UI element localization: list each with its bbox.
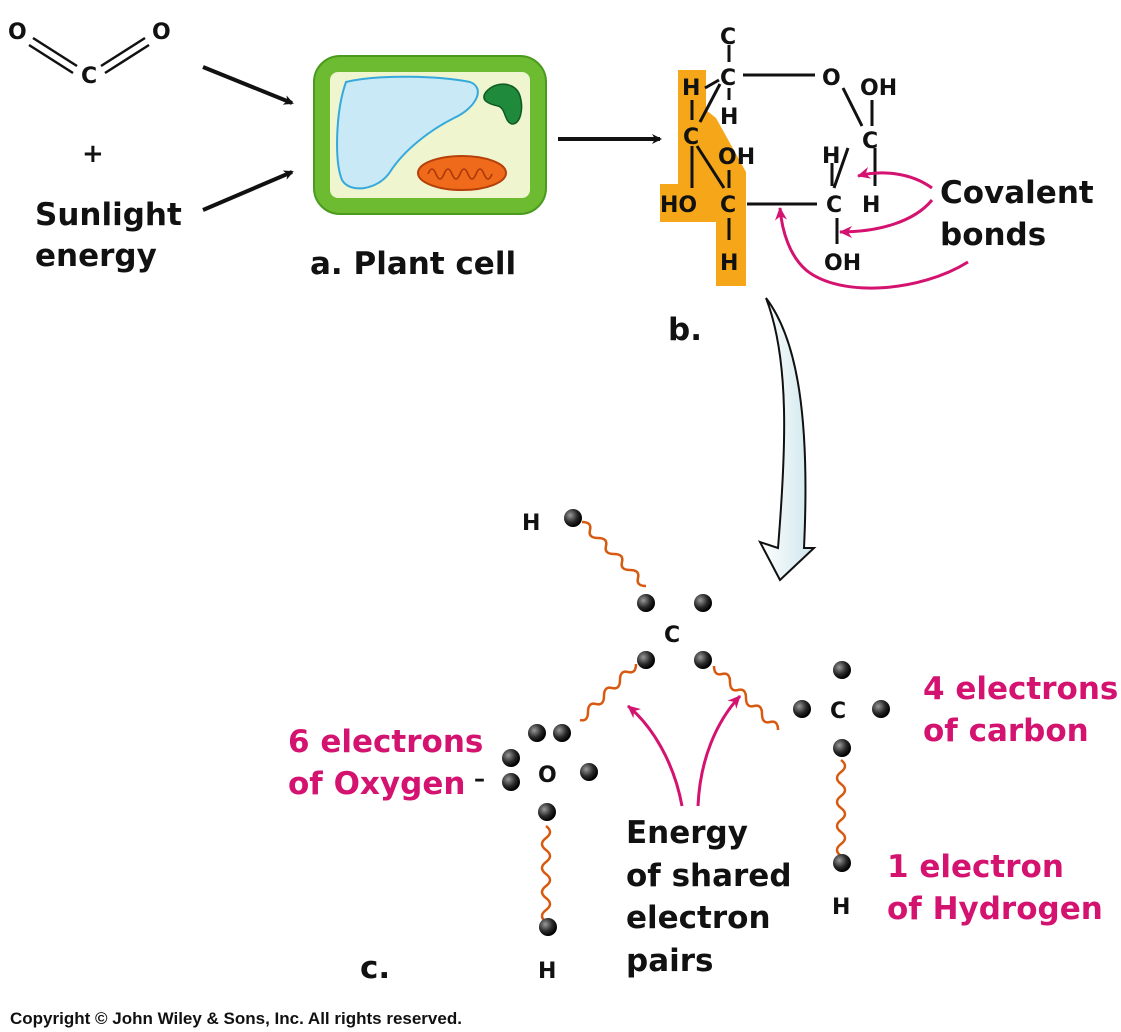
- hydrogen-electron-label-line2: of Hydrogen: [887, 891, 1103, 927]
- co2-left-oxygen: O: [8, 20, 27, 45]
- panel-c-atom-c-right: C: [830, 699, 846, 724]
- glucose-atom-c-right-lower: C: [826, 193, 842, 218]
- wave-c-to-o: [579, 663, 638, 722]
- glucose-atom-h-right-upper: H: [822, 144, 840, 169]
- electron-dot: [580, 763, 598, 781]
- callout-arrow-middle: [839, 199, 934, 238]
- wave-c-to-c: [712, 665, 780, 731]
- energy-label-line2: of shared: [626, 858, 792, 894]
- chloroplast: [483, 83, 523, 125]
- glucose-atom-c-lower: C: [720, 193, 736, 218]
- electron-dot: [502, 749, 520, 767]
- panel-a-label: a. Plant cell: [310, 246, 516, 282]
- energy-label-line4: pairs: [626, 943, 713, 979]
- vacuole: [336, 75, 479, 190]
- electron-dot: [637, 651, 655, 669]
- co2-molecule: O C O: [8, 20, 171, 89]
- glucose-atom-h-highlight: H: [682, 76, 700, 101]
- electron-dot: [833, 739, 851, 757]
- oxygen-dash: –: [474, 767, 485, 792]
- glucose-atom-oh-top: OH: [860, 76, 897, 101]
- panel-b: C C O OH H H C C OH H HO C C H H OH Cova…: [660, 25, 1094, 582]
- glucose-atom-oh-bottom: OH: [824, 251, 861, 276]
- electron-dot: [694, 594, 712, 612]
- co2-double-bond-right: [100, 36, 150, 75]
- glucose-atom-c1: C: [720, 66, 736, 91]
- wave-o-to-h: [540, 825, 552, 923]
- panel-c-atom-o-left: O: [538, 763, 557, 788]
- glucose-atom-h-under-c1: H: [720, 105, 738, 130]
- covalent-bonds-label-line2: bonds: [940, 217, 1046, 253]
- oxygen-electrons-label-line2: of Oxygen: [288, 766, 465, 802]
- glucose-atom-ring-o: O: [822, 66, 841, 91]
- hydrogen-electron-label-line1: 1 electron: [887, 849, 1064, 885]
- highlight-region: [660, 70, 746, 286]
- panel-b-label: b.: [668, 312, 702, 348]
- glucose-atom-h-bottom: H: [720, 251, 738, 276]
- covalent-bonds-label-line1: Covalent: [940, 175, 1094, 211]
- glucose-atom-top-c: C: [720, 25, 736, 50]
- electron-dot: [793, 700, 811, 718]
- glucose-atom-c-highlight: C: [683, 125, 699, 150]
- electron-dot: [694, 651, 712, 669]
- glucose-bonds: [690, 45, 877, 244]
- shared-pair-bonds: [540, 520, 847, 923]
- co2-right-oxygen: O: [152, 20, 171, 45]
- panel-a: O C O + Sunlight energy: [8, 20, 662, 282]
- energy-arrow-left: [627, 704, 684, 807]
- co2-carbon: C: [81, 64, 97, 89]
- carbon-electrons-label-line2: of carbon: [923, 713, 1089, 749]
- panel-c-atom-h-bottom-right: H: [832, 895, 850, 920]
- wave-h-to-c: [581, 520, 647, 588]
- plant-cell-illustration: [313, 55, 547, 215]
- energy-label-line3: electron: [626, 900, 771, 936]
- electron-dot: [528, 724, 546, 742]
- energy-label-line1: Energy: [626, 815, 748, 851]
- mitochondrion: [417, 155, 507, 191]
- panel-c-label: c.: [360, 950, 390, 986]
- sunlight-label-line2: energy: [35, 238, 157, 274]
- electron-dot: [833, 854, 851, 872]
- plus-sign: +: [82, 139, 104, 169]
- wave-c-to-h: [835, 759, 847, 857]
- electron-dot: [637, 594, 655, 612]
- electron-dot: [553, 724, 571, 742]
- glucose-atom-h-right-lower: H: [862, 193, 880, 218]
- electron-dot: [538, 803, 556, 821]
- glucose-atom-oh-mid: OH: [718, 145, 755, 170]
- electron-dot: [564, 509, 582, 527]
- callout-arrow-lower: [775, 207, 969, 290]
- arrow-co2-to-cell: [202, 65, 294, 105]
- arrow-sunlight-to-cell: [202, 170, 294, 212]
- energy-arrow-right: [696, 694, 742, 807]
- callout-arrow-upper: [857, 167, 933, 190]
- carbon-electrons-label-line1: 4 electrons: [923, 671, 1118, 707]
- electron-dots: [502, 509, 890, 936]
- glucose-atom-ho-highlight: HO: [660, 193, 697, 218]
- oxygen-electrons-label-line1: 6 electrons: [288, 724, 483, 760]
- electron-dot: [872, 700, 890, 718]
- sunlight-label-line1: Sunlight: [35, 197, 182, 233]
- co2-double-bond-left: [28, 36, 78, 75]
- electron-dot: [502, 773, 520, 791]
- panel-c: H C C O H H – 6 electrons of Oxygen 4 el…: [288, 509, 1118, 986]
- down-arrow-to-panel-c: [757, 297, 817, 582]
- panel-c-atom-h-bottom-left: H: [538, 959, 556, 984]
- panel-c-atom-h-top: H: [522, 511, 540, 536]
- electron-dot: [539, 918, 557, 936]
- copyright-notice: Copyright © John Wiley & Sons, Inc. All …: [10, 1009, 462, 1028]
- glucose-atom-c-right: C: [862, 129, 878, 154]
- electron-dot: [833, 661, 851, 679]
- panel-c-atom-c-center: C: [664, 623, 680, 648]
